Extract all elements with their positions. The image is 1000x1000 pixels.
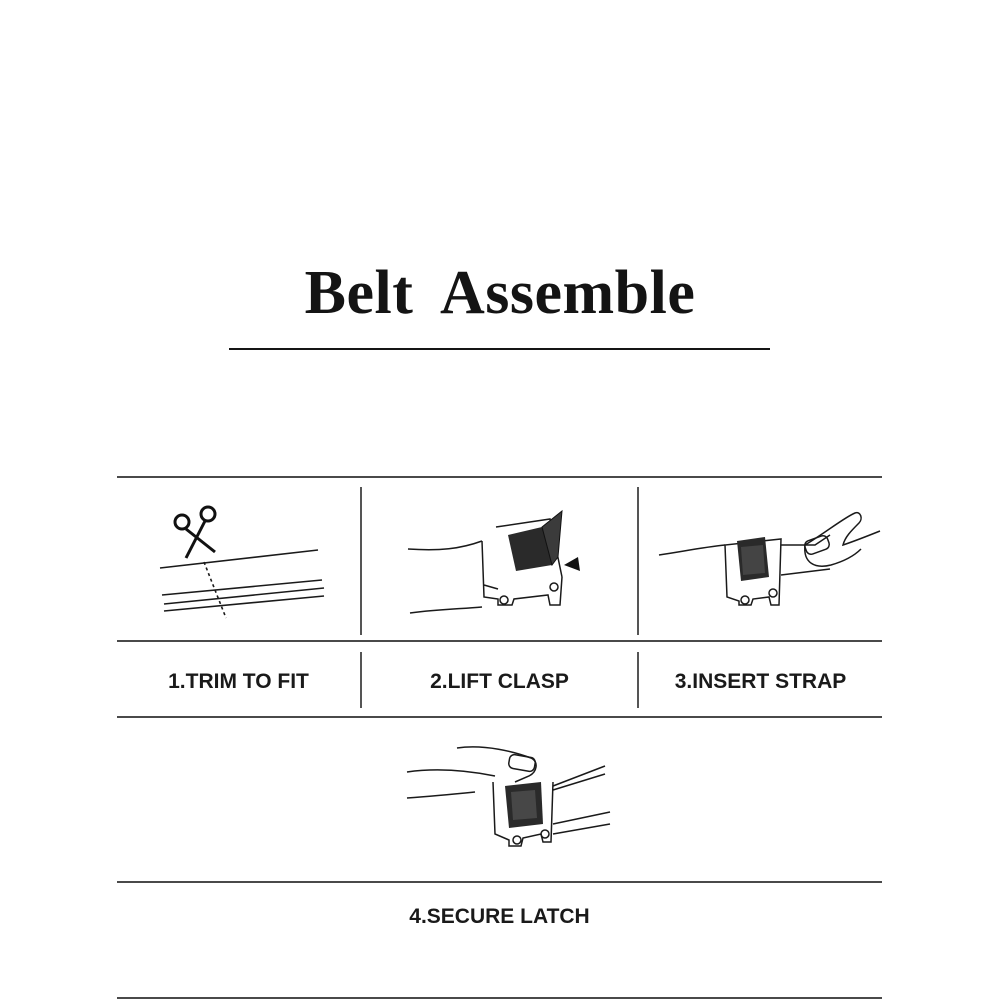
step-1-label: 1.TRIM TO FIT (168, 670, 309, 693)
finger-insert-strap-icon (655, 505, 885, 620)
column-divider-1-top (360, 487, 362, 635)
buckle-lift-clasp-icon (400, 505, 580, 625)
table-image-label-divider (117, 640, 882, 642)
finger-press-latch-icon (405, 738, 615, 858)
step-4-label: 4.SECURE LATCH (409, 905, 590, 928)
table-bottom-rule (117, 997, 882, 999)
column-divider-1-bottom (360, 652, 362, 708)
table-top-rule (117, 476, 882, 478)
table-row-divider (117, 716, 882, 718)
scissors-trim-icon (150, 500, 340, 625)
column-divider-2-top (637, 487, 639, 635)
step-3-label: 3.INSERT STRAP (674, 670, 847, 693)
table-second-image-divider (117, 881, 882, 883)
step-2-label: 2.LIFT CLASP (430, 670, 569, 693)
title-underline (229, 348, 770, 350)
page-title: Belt Assemble (304, 259, 696, 327)
column-divider-2-bottom (637, 652, 639, 708)
